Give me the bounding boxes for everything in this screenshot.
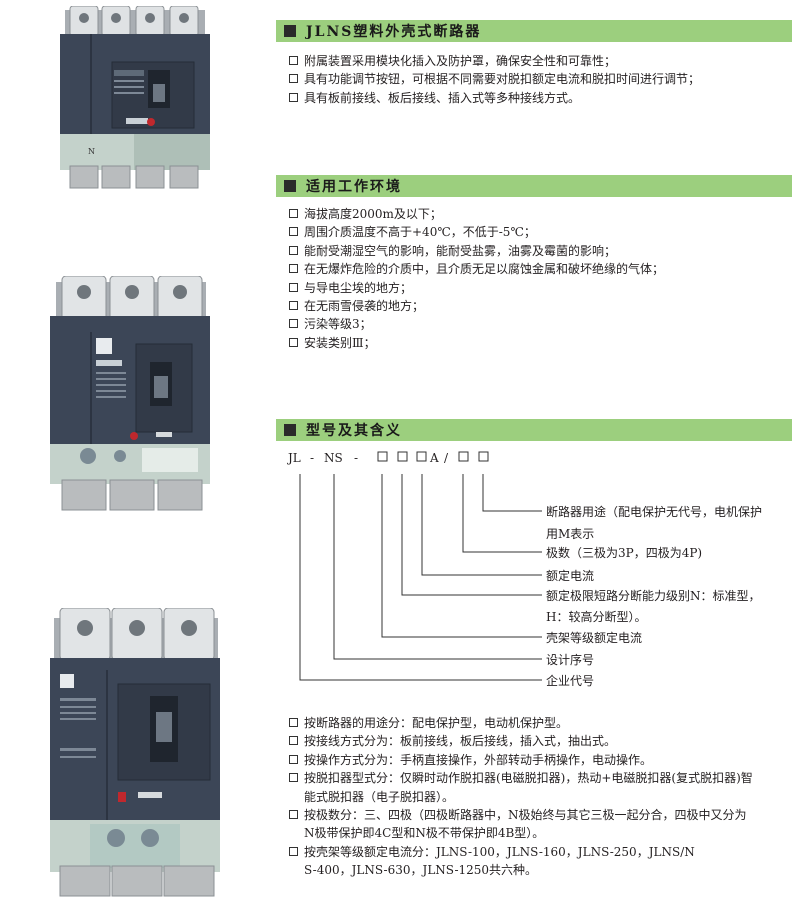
code-prefix-jl: JL (286, 451, 301, 465)
code-box-breaking-capacity (397, 451, 408, 462)
label-usage-cont: 用M表示 (546, 527, 594, 541)
label-design-number: 设计序号 (546, 652, 594, 667)
label-frame-current: 壳架等级额定电流 (546, 630, 642, 645)
intro-features-list: 附属装置采用模块化插入及防护罩，确保安全性和可靠性； 具有功能调节按钮，可根据不… (288, 52, 700, 107)
label-company-code: 企业代号 (546, 673, 594, 688)
product-image-breaker-3 (50, 608, 220, 897)
list-item: 按脱扣器型式分：仅瞬时动作脱扣器(电磁脱扣器)，热动+电磁脱扣器(复式脱扣器)智 (288, 769, 753, 787)
code-dash-1: - (310, 451, 314, 465)
checkbox-square-icon (289, 209, 298, 218)
list-item: 按断路器的用途分：配电保护型，电动机保护型。 (288, 714, 753, 732)
list-item: 按壳架等级额定电流分：JLNS-100，JLNS-160，JLNS-250，JL… (288, 843, 753, 861)
product-image-breaker-2 (50, 276, 210, 511)
header-square-icon (284, 25, 296, 37)
label-rated-current: 额定电流 (546, 568, 594, 583)
list-item-continuation: 能式脱扣器（电子脱扣器）。 (304, 789, 455, 804)
list-item: 安装类别Ⅲ； (288, 334, 664, 352)
checkbox-square-icon (289, 773, 298, 783)
code-letter-a: A (429, 451, 439, 465)
checkbox-square-icon (289, 718, 298, 727)
list-item-continuation: S-400，JLNS-630，JLNS-1250共六种。 (304, 863, 538, 878)
list-item: 具有板前接线、板后接线、插入式等多种接线方式。 (288, 89, 700, 107)
code-series-ns: NS (324, 451, 343, 465)
product-image-breaker-1: N (60, 6, 210, 189)
section-title: JLNS塑料外壳式断路器 (306, 24, 482, 40)
code-slash: / (444, 451, 449, 465)
label-poles: 极数（三极为3P，四极为4P) (546, 545, 702, 560)
section-title: 适用工作环境 (306, 179, 402, 195)
label-breaking-capacity-cont: H：较高分断型）。 (546, 609, 646, 624)
environment-list: 海拔高度2000m及以下； 周围介质温度不高于+40℃，不低于-5℃； 能耐受潮… (288, 205, 664, 352)
header-square-icon (284, 180, 296, 192)
list-item: 海拔高度2000m及以下； (288, 205, 664, 223)
checkbox-square-icon (289, 264, 298, 274)
diagram-connector-lines (299, 474, 542, 681)
checkbox-square-icon (289, 227, 298, 237)
header-square-icon (284, 424, 296, 436)
list-item: 周围介质温度不高于+40℃，不低于-5℃； (288, 223, 664, 241)
checkbox-square-icon (289, 846, 298, 856)
checkbox-square-icon (289, 736, 298, 746)
list-item: 与导电尘埃的地方； (288, 279, 664, 297)
checkbox-square-icon (289, 754, 298, 764)
section-header-model: 型号及其含义 (276, 419, 792, 441)
checkbox-square-icon (289, 245, 298, 255)
list-item: 污染等级3； (288, 315, 664, 333)
code-box-rated-current (416, 451, 427, 462)
classification-list: 按断路器的用途分：配电保护型，电动机保护型。 按接线方式分为：板前接线，板后接线… (288, 714, 753, 880)
list-item: 按极数分：三、四极（四极断路器中，N极始终与其它三极一起分合，四极中又分为 (288, 806, 753, 824)
code-dash-2: - (354, 451, 358, 465)
label-usage: 断路器用途（配电保护无代号，电机保护 (546, 504, 762, 519)
checkbox-square-icon (289, 301, 298, 311)
checkbox-square-icon (289, 337, 298, 347)
list-item: 按操作方式分为：手柄直接操作，外部转动手柄操作，电动操作。 (288, 751, 753, 769)
list-item: 附属装置采用模块化插入及防护罩，确保安全性和可靠性； (288, 52, 700, 70)
list-item-continuation: N极带保护即4C型和N极不带保护即4B型）。 (304, 826, 545, 841)
list-item: 能耐受潮湿空气的影响，能耐受盐雾，油雾及霉菌的影响； (288, 242, 664, 260)
model-code-diagram: JL - NS - A / 断路器用途（配电保护无代号，电机保护 用M表示 极数… (286, 451, 762, 688)
section-header-intro: JLNS塑料外壳式断路器 (276, 20, 792, 42)
checkbox-square-icon (289, 810, 298, 820)
code-box-frame-current (377, 451, 388, 462)
label-breaking-capacity: 额定极限短路分断能力级别N：标准型， (546, 588, 761, 603)
n-pole-label: N (88, 147, 95, 156)
checkbox-square-icon (289, 56, 298, 65)
list-item: 具有功能调节按钮，可根据不同需要对脱扣额定电流和脱扣时间进行调节； (288, 70, 700, 88)
checkbox-square-icon (289, 319, 298, 329)
section-title: 型号及其含义 (306, 423, 402, 439)
code-box-poles (458, 451, 469, 462)
section-header-environment: 适用工作环境 (276, 175, 792, 197)
checkbox-square-icon (289, 74, 298, 84)
list-item: 在无爆炸危险的介质中，且介质无足以腐蚀金属和破坏绝缘的气体； (288, 260, 664, 278)
list-item: 在无雨雪侵袭的地方； (288, 297, 664, 315)
list-item: 按接线方式分为：板前接线，板后接线，插入式，抽出式。 (288, 732, 753, 750)
code-box-usage (478, 451, 489, 462)
checkbox-square-icon (289, 282, 298, 292)
checkbox-square-icon (289, 92, 298, 102)
